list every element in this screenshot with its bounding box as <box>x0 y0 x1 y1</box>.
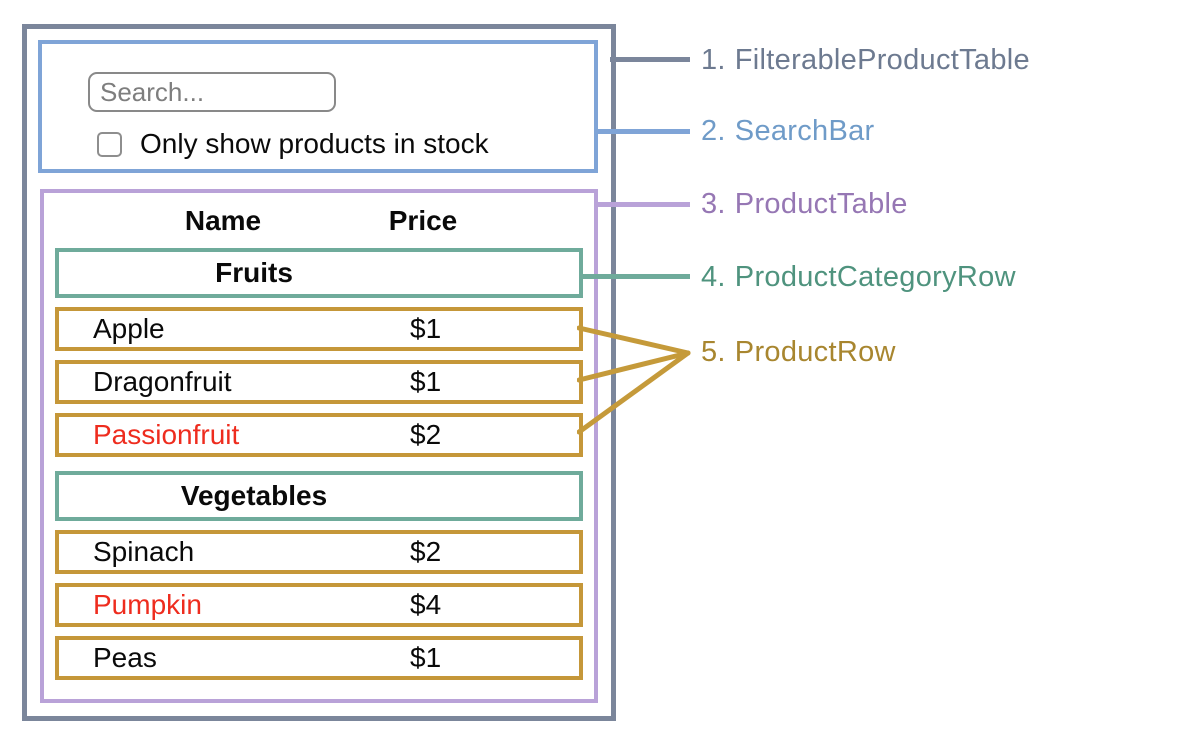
product-category-row: Fruits <box>55 248 583 298</box>
connector-product-row-line <box>577 350 691 435</box>
product-price: $2 <box>410 419 442 450</box>
connector-filterable-product-table <box>610 57 690 62</box>
product-name: Spinach <box>93 536 195 567</box>
stock-filter-row: Only show products in stock <box>97 128 489 160</box>
connector-product-category-row <box>579 274 690 279</box>
product-table-header: Name Price <box>44 193 594 248</box>
product-price: $2 <box>410 536 442 567</box>
label-text: FilterableProductTable <box>734 43 1030 76</box>
product-row: Pumpkin $4 <box>55 583 583 627</box>
product-price: $1 <box>410 366 442 397</box>
product-category-row: Vegetables <box>55 471 583 521</box>
label-product-category-row: 4. ProductCategoryRow <box>701 257 1016 297</box>
label-text: SearchBar <box>734 114 875 147</box>
connector-product-rows <box>577 325 691 435</box>
product-name: Dragonfruit <box>93 366 232 397</box>
product-name-highlighted: Pumpkin <box>93 589 202 620</box>
category-label: Vegetables <box>180 480 328 511</box>
label-text: ProductCategoryRow <box>734 260 1016 293</box>
label-number: 4. <box>701 260 726 293</box>
category-label: Fruits <box>215 257 293 288</box>
product-name: Apple <box>93 313 165 344</box>
label-text: ProductTable <box>734 187 908 220</box>
product-price: $1 <box>410 313 442 344</box>
label-text: ProductRow <box>734 335 896 368</box>
product-row: Spinach $2 <box>55 530 583 574</box>
product-price: $4 <box>410 589 442 620</box>
product-row: Dragonfruit $1 <box>55 360 583 404</box>
column-header-name: Name <box>184 204 262 236</box>
vegetables-section: Vegetables Spinach $2 Pumpkin $4 Peas $1 <box>44 471 594 680</box>
product-name: Peas <box>93 642 157 673</box>
product-name-highlighted: Passionfruit <box>93 419 240 450</box>
label-filterable-product-table: 1. FilterableProductTable <box>701 40 1030 80</box>
column-header-price: Price <box>388 204 458 236</box>
product-row: Peas $1 <box>55 636 583 680</box>
label-number: 2. <box>701 114 726 147</box>
connector-product-row-line <box>577 325 691 356</box>
product-row: Passionfruit $2 <box>55 413 583 457</box>
stock-checkbox-label: Only show products in stock <box>140 128 489 159</box>
connector-product-row-line <box>577 350 691 383</box>
stock-checkbox[interactable] <box>97 131 122 157</box>
label-product-table: 3. ProductTable <box>701 184 908 224</box>
label-product-row: 5. ProductRow <box>701 332 896 372</box>
label-number: 3. <box>701 187 726 220</box>
search-input[interactable] <box>88 72 336 112</box>
connector-search-bar <box>594 129 690 134</box>
connector-product-table <box>594 202 690 207</box>
product-table-box: Name Price Fruits Apple $1 Dragonfruit $… <box>40 189 598 703</box>
product-row: Apple $1 <box>55 307 583 351</box>
product-price: $1 <box>410 642 442 673</box>
search-bar-box: Only show products in stock <box>38 40 598 173</box>
fruits-section: Fruits Apple $1 Dragonfruit $1 Passionfr… <box>44 248 594 457</box>
label-number: 1. <box>701 43 726 76</box>
label-search-bar: 2. SearchBar <box>701 111 875 151</box>
label-number: 5. <box>701 335 726 368</box>
